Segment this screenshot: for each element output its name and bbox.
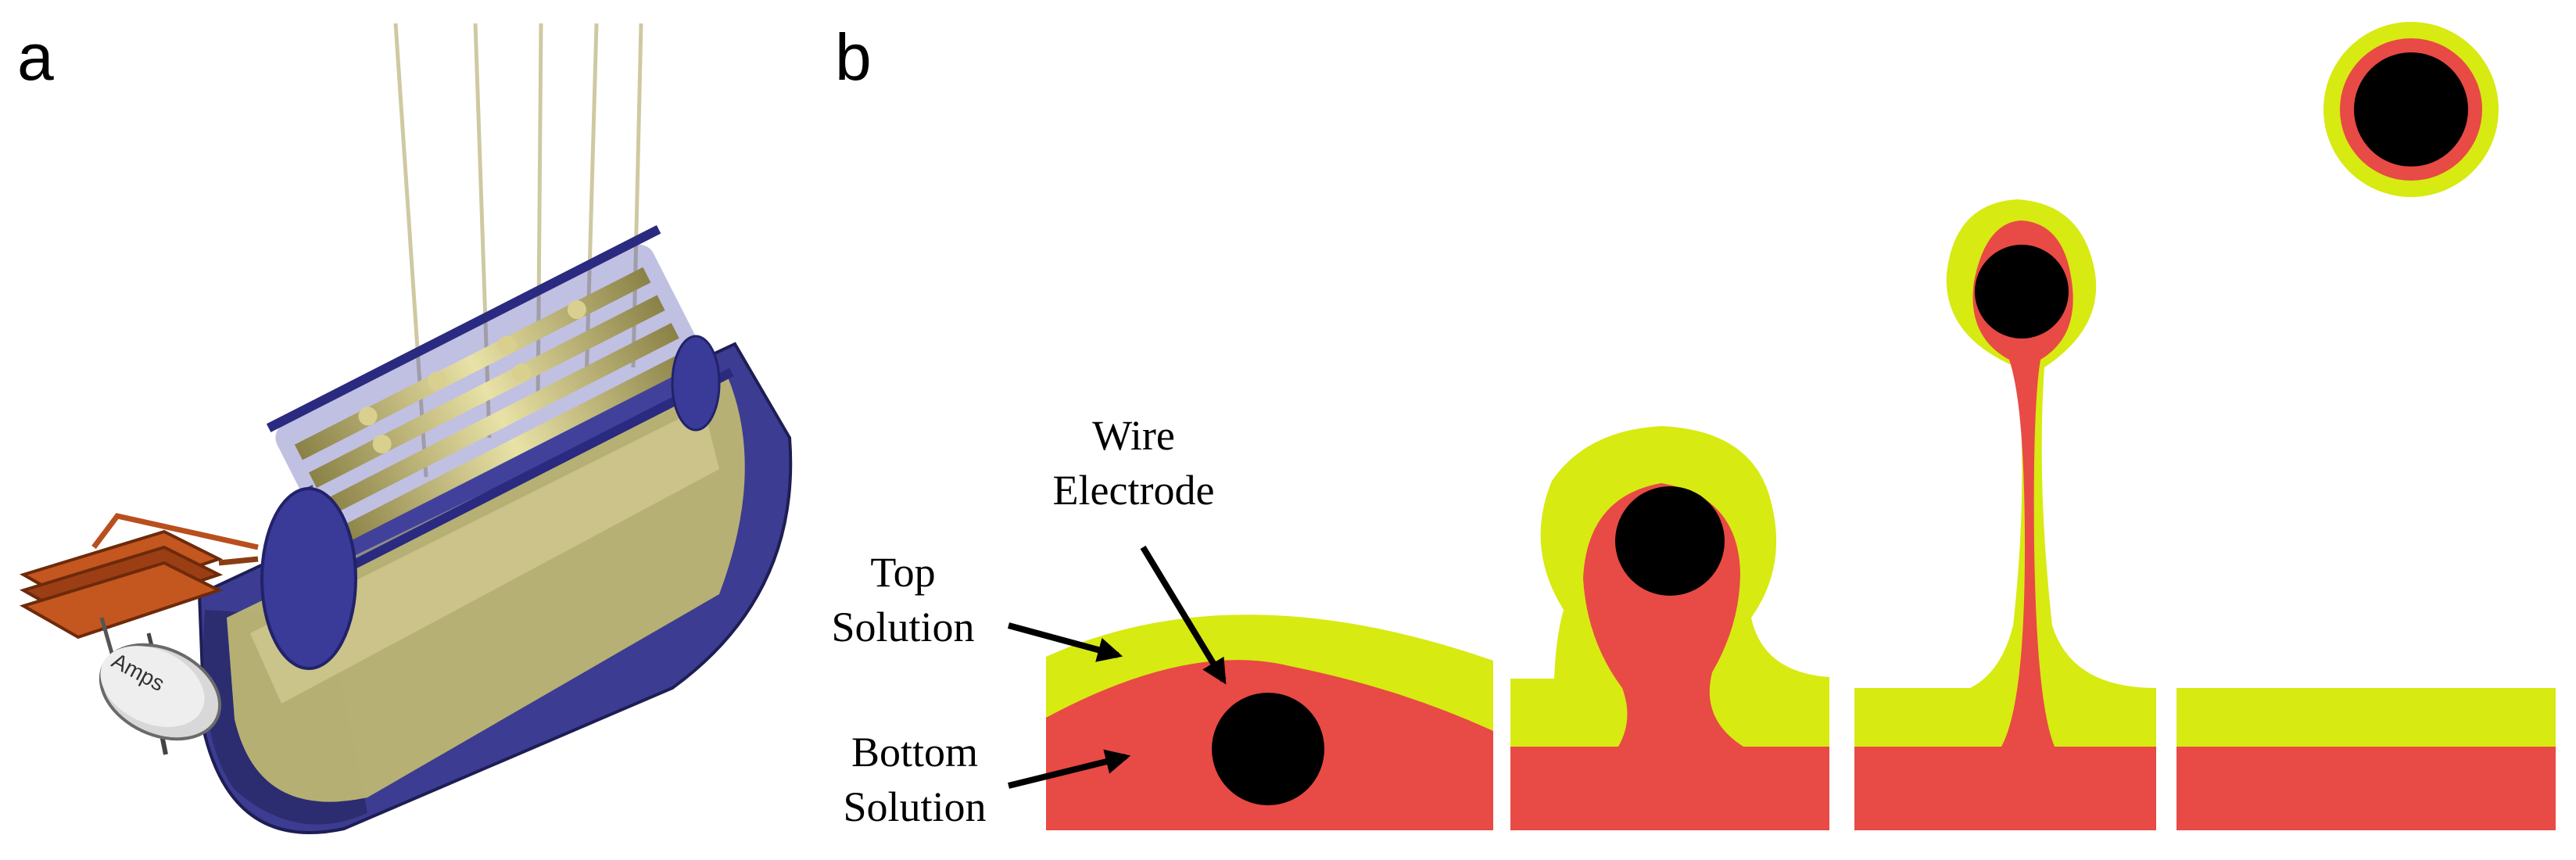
stage-4-wire (2354, 52, 2468, 167)
bottom-label-line1: Bottom (851, 729, 978, 776)
top-label-line1: Top (870, 549, 935, 596)
hanging-wires (393, 23, 643, 478)
stage-2-bulge (1510, 426, 1829, 830)
stage-3-top-layer (1854, 199, 2156, 830)
stage-3-bottom-layer (1854, 220, 2156, 830)
panel-b-letter: b (835, 20, 872, 94)
bottom-label-line2: Solution (843, 783, 986, 830)
wire-label-line1: Wire (1092, 412, 1175, 459)
apparatus-illustration: Amps (19, 23, 793, 834)
top-label-line2: Solution (831, 604, 974, 650)
stage-2-wire (1615, 486, 1725, 596)
bottom-solution-arrow (1008, 749, 1131, 789)
stage-2-bottom-layer (1510, 483, 1829, 830)
stage-4-bottom-layer (2177, 747, 2556, 830)
annotation-arrows (1007, 545, 1227, 789)
heater-plate (19, 513, 259, 673)
stage-1-flat-coating (1046, 615, 1493, 830)
stage-3-neck (1854, 199, 2156, 830)
stage-3-wire (1975, 245, 2069, 339)
ammeter: Amps (99, 632, 222, 755)
stage-4-coated-wire (2177, 22, 2556, 830)
annotation-labels: Wire Electrode Top Solution Bottom Solut… (831, 412, 1214, 830)
electrode-assembly (266, 224, 734, 575)
stage-1-wire (1212, 693, 1324, 805)
panel-a-letter: a (17, 20, 54, 94)
wire-arrow (1140, 545, 1227, 685)
stage-4-top-layer (2177, 688, 2556, 747)
wire-label-line2: Electrode (1053, 467, 1215, 514)
top-solution-arrow (1007, 622, 1123, 662)
